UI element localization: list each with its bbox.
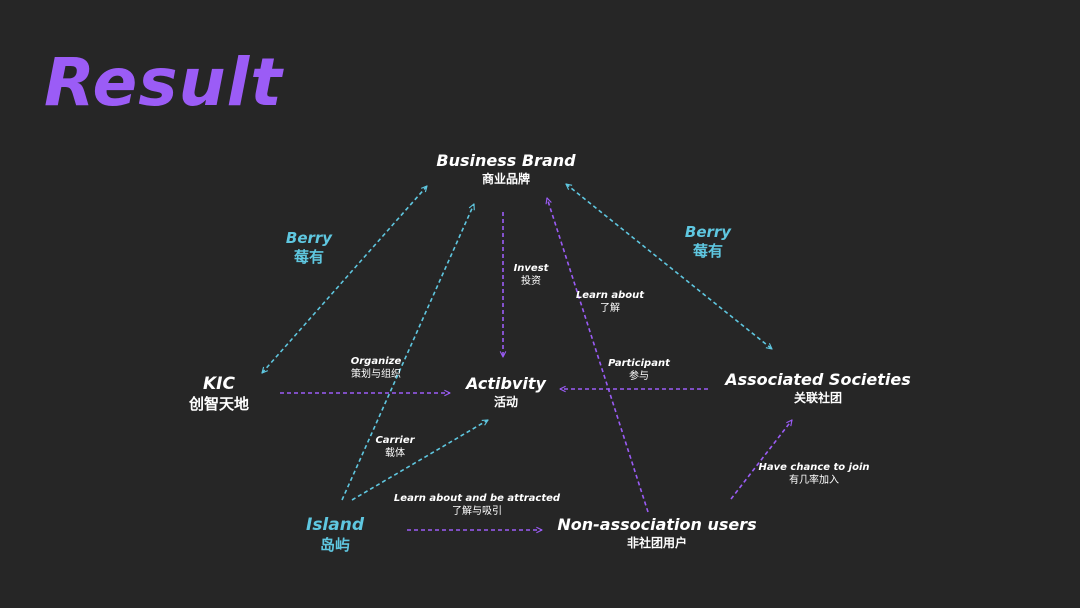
- relation-participant-zh: 参与: [629, 371, 649, 382]
- relation-participant: Participant 参与: [608, 357, 670, 383]
- relation-invest-en: Invest: [513, 263, 549, 274]
- node-activity-zh: 活动: [493, 395, 519, 409]
- relation-learn-attracted-zh: 了解与吸引: [451, 506, 502, 517]
- arrow-island-business-brand: [341, 204, 474, 501]
- relation-berry-left-en: Berry: [285, 229, 333, 247]
- node-kic: KIC 创智天地: [189, 374, 249, 414]
- arrow-users-business-brand: [547, 198, 649, 513]
- relation-carrier-en: Carrier: [375, 435, 415, 446]
- node-associated-societies-en: Associated Societies: [725, 370, 911, 389]
- relation-have-chance: Have chance to join 有几率加入: [759, 461, 870, 487]
- relation-have-chance-zh: 有几率加入: [788, 475, 839, 486]
- relation-berry-right: Berry 莓有: [685, 223, 731, 261]
- node-business-brand: Business Brand 商业品牌: [436, 151, 575, 187]
- node-kic-zh: 创智天地: [188, 395, 250, 413]
- relation-organize-zh: 策划与组织: [351, 369, 401, 380]
- node-non-association-users-en: Non-association users: [557, 515, 757, 534]
- relation-organize-en: Organize: [350, 356, 402, 367]
- node-activity: Actibvity 活动: [466, 374, 546, 410]
- node-non-association-users: Non-association users 非社团用户: [557, 515, 756, 551]
- relation-participant-en: Participant: [608, 358, 670, 369]
- relation-learn-attracted: Learn about and be attracted 了解与吸引: [394, 492, 560, 518]
- node-non-association-users-zh: 非社团用户: [626, 536, 687, 550]
- relation-learn-about: Learn about 了解: [576, 289, 644, 315]
- node-business-brand-en: Business Brand: [436, 151, 576, 170]
- arrow-kic-business-brand: [262, 186, 427, 373]
- node-business-brand-zh: 商业品牌: [481, 172, 530, 186]
- relation-organize: Organize 策划与组织: [351, 355, 402, 381]
- arrow-users-societies: [730, 420, 792, 500]
- relation-carrier: Carrier 载体: [375, 434, 414, 460]
- arrow-business-brand-associated-societies: [566, 184, 772, 349]
- node-kic-en: KIC: [203, 374, 235, 394]
- relation-invest: Invest 投资: [514, 262, 549, 288]
- node-associated-societies: Associated Societies 关联社团: [725, 370, 911, 406]
- relation-berry-right-zh: 莓有: [692, 242, 723, 260]
- relation-learn-about-zh: 了解: [600, 303, 620, 314]
- relation-berry-left: Berry 莓有: [286, 229, 332, 267]
- page-title: Result: [44, 44, 283, 121]
- node-island-zh: 岛屿: [319, 536, 351, 554]
- relation-berry-right-en: Berry: [684, 223, 732, 241]
- relation-carrier-zh: 载体: [385, 448, 405, 459]
- relation-learn-about-en: Learn about: [575, 290, 645, 301]
- node-island-en: Island: [305, 515, 365, 535]
- relation-learn-attracted-en: Learn about and be attracted: [393, 493, 561, 504]
- node-island: Island 岛屿: [306, 515, 364, 555]
- relation-berry-left-zh: 莓有: [293, 248, 324, 266]
- arrow-island-activity: [351, 419, 488, 501]
- relation-have-chance-en: Have chance to join: [758, 462, 870, 473]
- node-activity-en: Actibvity: [466, 374, 546, 393]
- node-associated-societies-zh: 关联社团: [793, 391, 842, 405]
- relation-invest-zh: 投资: [521, 276, 541, 287]
